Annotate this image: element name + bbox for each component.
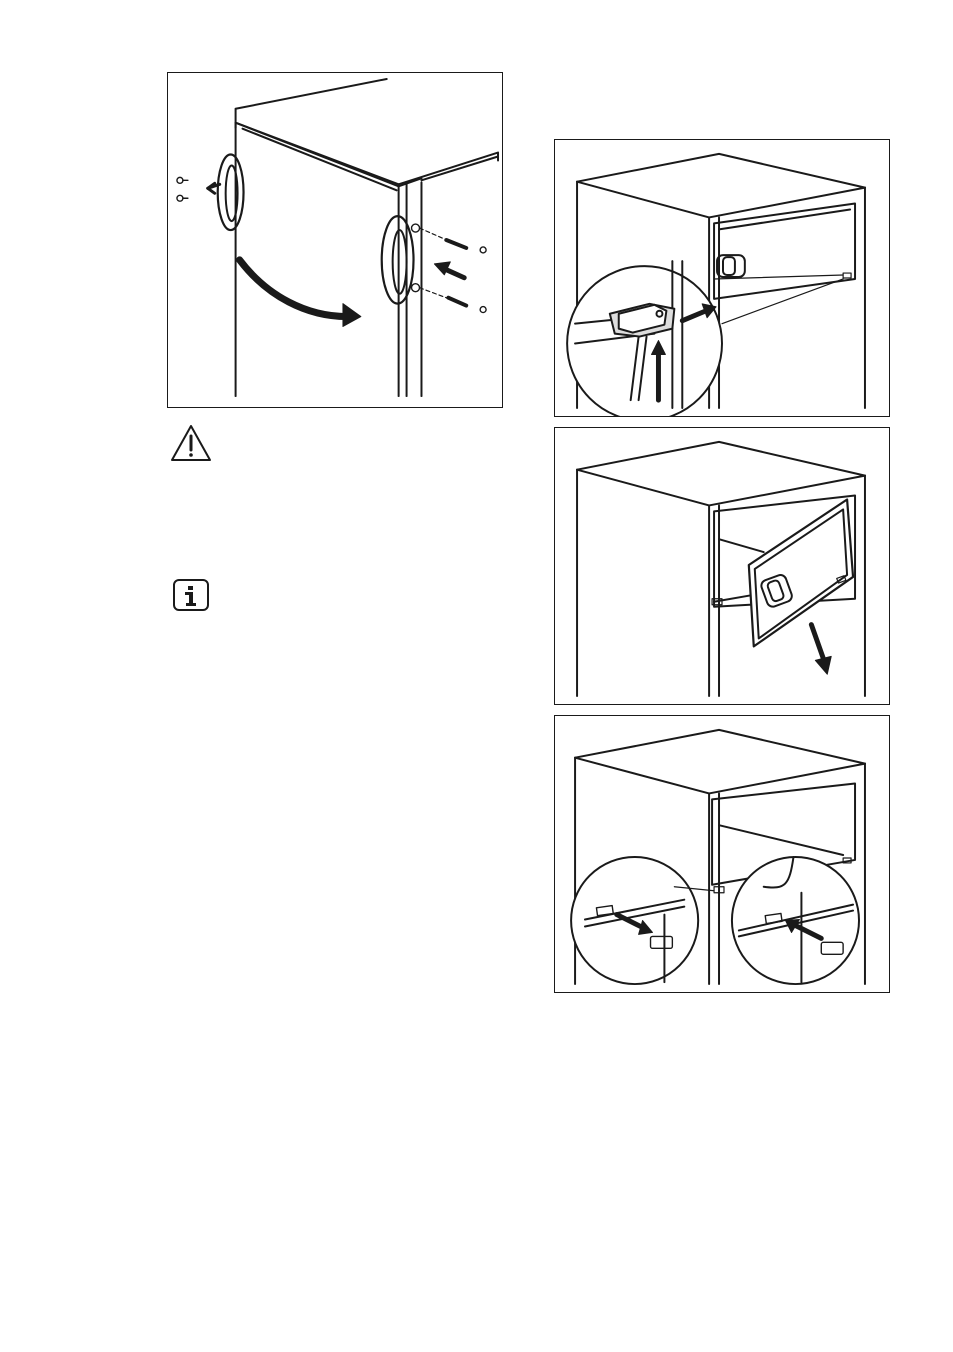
warning-triangle-icon bbox=[170, 424, 212, 462]
figure-door-handle-reversal bbox=[167, 72, 503, 408]
figure-hinge-hole-plugs bbox=[554, 715, 890, 993]
figure-freezer-compartment-latch bbox=[554, 139, 890, 417]
figure-freezer-compartment-door-removal bbox=[554, 427, 890, 705]
info-icon bbox=[172, 578, 210, 612]
